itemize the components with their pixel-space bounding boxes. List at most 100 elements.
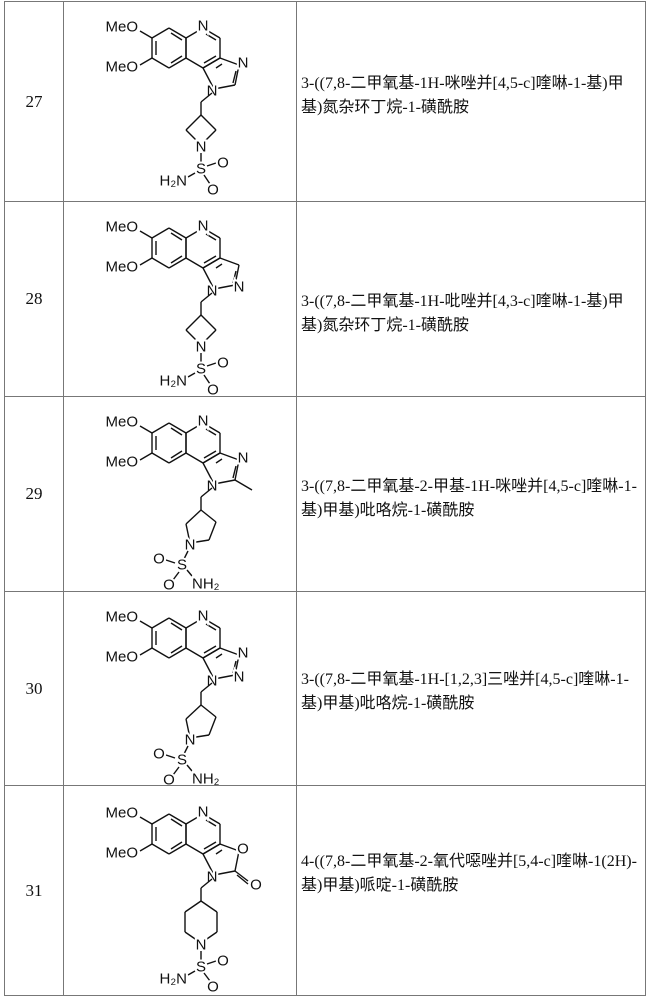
bond xyxy=(200,486,213,498)
bond xyxy=(185,703,202,720)
compound-name: 3-((7,8-二甲氧基-1H-吡唑并[4,3-c]喹啉-1-基)甲基)氮杂环丁… xyxy=(296,201,646,397)
bond xyxy=(185,508,202,525)
methoxy-label: MeO xyxy=(105,58,138,75)
bond xyxy=(151,56,170,69)
bond xyxy=(170,817,183,827)
bond xyxy=(184,930,202,944)
bond xyxy=(139,842,153,852)
compound-number: 29 xyxy=(4,396,64,592)
bond xyxy=(200,91,213,103)
bond xyxy=(189,733,210,739)
bond xyxy=(215,62,223,69)
bond xyxy=(213,869,236,876)
nitrogen-label: N xyxy=(198,217,209,234)
bond xyxy=(202,267,215,289)
bond xyxy=(139,451,153,461)
methyl-bond xyxy=(234,478,253,491)
bond xyxy=(168,616,187,629)
bond xyxy=(165,558,176,564)
bond xyxy=(202,226,221,239)
bond xyxy=(185,129,202,145)
bond xyxy=(151,256,170,269)
bond xyxy=(185,256,204,269)
bond xyxy=(185,718,191,738)
bond xyxy=(215,848,223,855)
bond xyxy=(168,256,187,269)
bond xyxy=(234,869,249,882)
nitrogen-label: N xyxy=(198,607,209,624)
nitrogen-label: N xyxy=(196,138,207,155)
bond xyxy=(170,54,183,64)
bond xyxy=(200,314,217,330)
oxygen-label: O xyxy=(207,978,219,995)
bond xyxy=(202,451,221,464)
methoxy-label: MeO xyxy=(105,218,138,235)
amine-label: H₂N xyxy=(160,172,188,189)
sulfur-label: S xyxy=(196,160,206,177)
bond xyxy=(234,64,240,85)
bond xyxy=(234,459,240,480)
amine-label: H₂N xyxy=(160,970,188,987)
oxygen-label: O xyxy=(207,181,219,198)
bond xyxy=(151,842,170,855)
compound-name: 3-((7,8-二甲氧基-1H-咪唑并[4,5-c]喹啉-1-基)甲基)氮杂环丁… xyxy=(296,1,646,202)
bond xyxy=(202,56,221,69)
bond xyxy=(206,161,217,167)
methoxy-label: MeO xyxy=(105,804,138,821)
ring-atom-label: N xyxy=(238,54,249,71)
bond xyxy=(203,174,211,184)
bond xyxy=(232,270,237,283)
methoxy-label: MeO xyxy=(105,453,138,470)
bond xyxy=(139,815,153,825)
bond xyxy=(219,646,240,656)
bond xyxy=(200,899,218,913)
bond xyxy=(185,114,202,130)
bond xyxy=(151,226,170,239)
nitrogen-label: N xyxy=(185,731,196,748)
ring-atom-label: N xyxy=(238,644,249,661)
bond xyxy=(219,56,240,66)
bond xyxy=(172,571,180,580)
bond xyxy=(205,818,217,827)
bond xyxy=(202,67,215,89)
bond xyxy=(205,232,217,241)
bond xyxy=(139,646,153,656)
oxygen-label: O xyxy=(153,550,165,567)
compound-name: 4-((7,8-二甲氧基-2-氧代噁唑并[5,4-c]喹啉-1(2H)-基)甲基… xyxy=(296,785,646,996)
compound-number: 28 xyxy=(4,201,64,397)
bond xyxy=(168,56,187,69)
bond xyxy=(151,646,170,659)
bond xyxy=(219,451,240,461)
bond xyxy=(151,451,170,464)
bond xyxy=(184,899,202,913)
methoxy-label: MeO xyxy=(105,258,138,275)
bond xyxy=(232,465,237,478)
bond xyxy=(185,812,204,825)
bond xyxy=(185,421,204,434)
nitrogen-label: N xyxy=(198,17,209,34)
bond xyxy=(187,969,196,976)
bond xyxy=(170,254,183,264)
bond xyxy=(139,229,153,239)
bond xyxy=(203,840,217,850)
bond xyxy=(185,26,204,39)
bond xyxy=(168,812,187,825)
bond xyxy=(185,842,204,855)
bond xyxy=(203,972,211,981)
oxygen-label: O xyxy=(163,771,175,785)
ring-atom-label: N xyxy=(238,449,249,466)
bond xyxy=(139,619,153,629)
bond xyxy=(139,29,153,39)
bond xyxy=(168,451,187,464)
sulfur-label: S xyxy=(196,958,206,975)
bond xyxy=(200,114,217,130)
carbonyl-oxygen-label: O xyxy=(250,876,262,893)
bond xyxy=(205,622,217,631)
